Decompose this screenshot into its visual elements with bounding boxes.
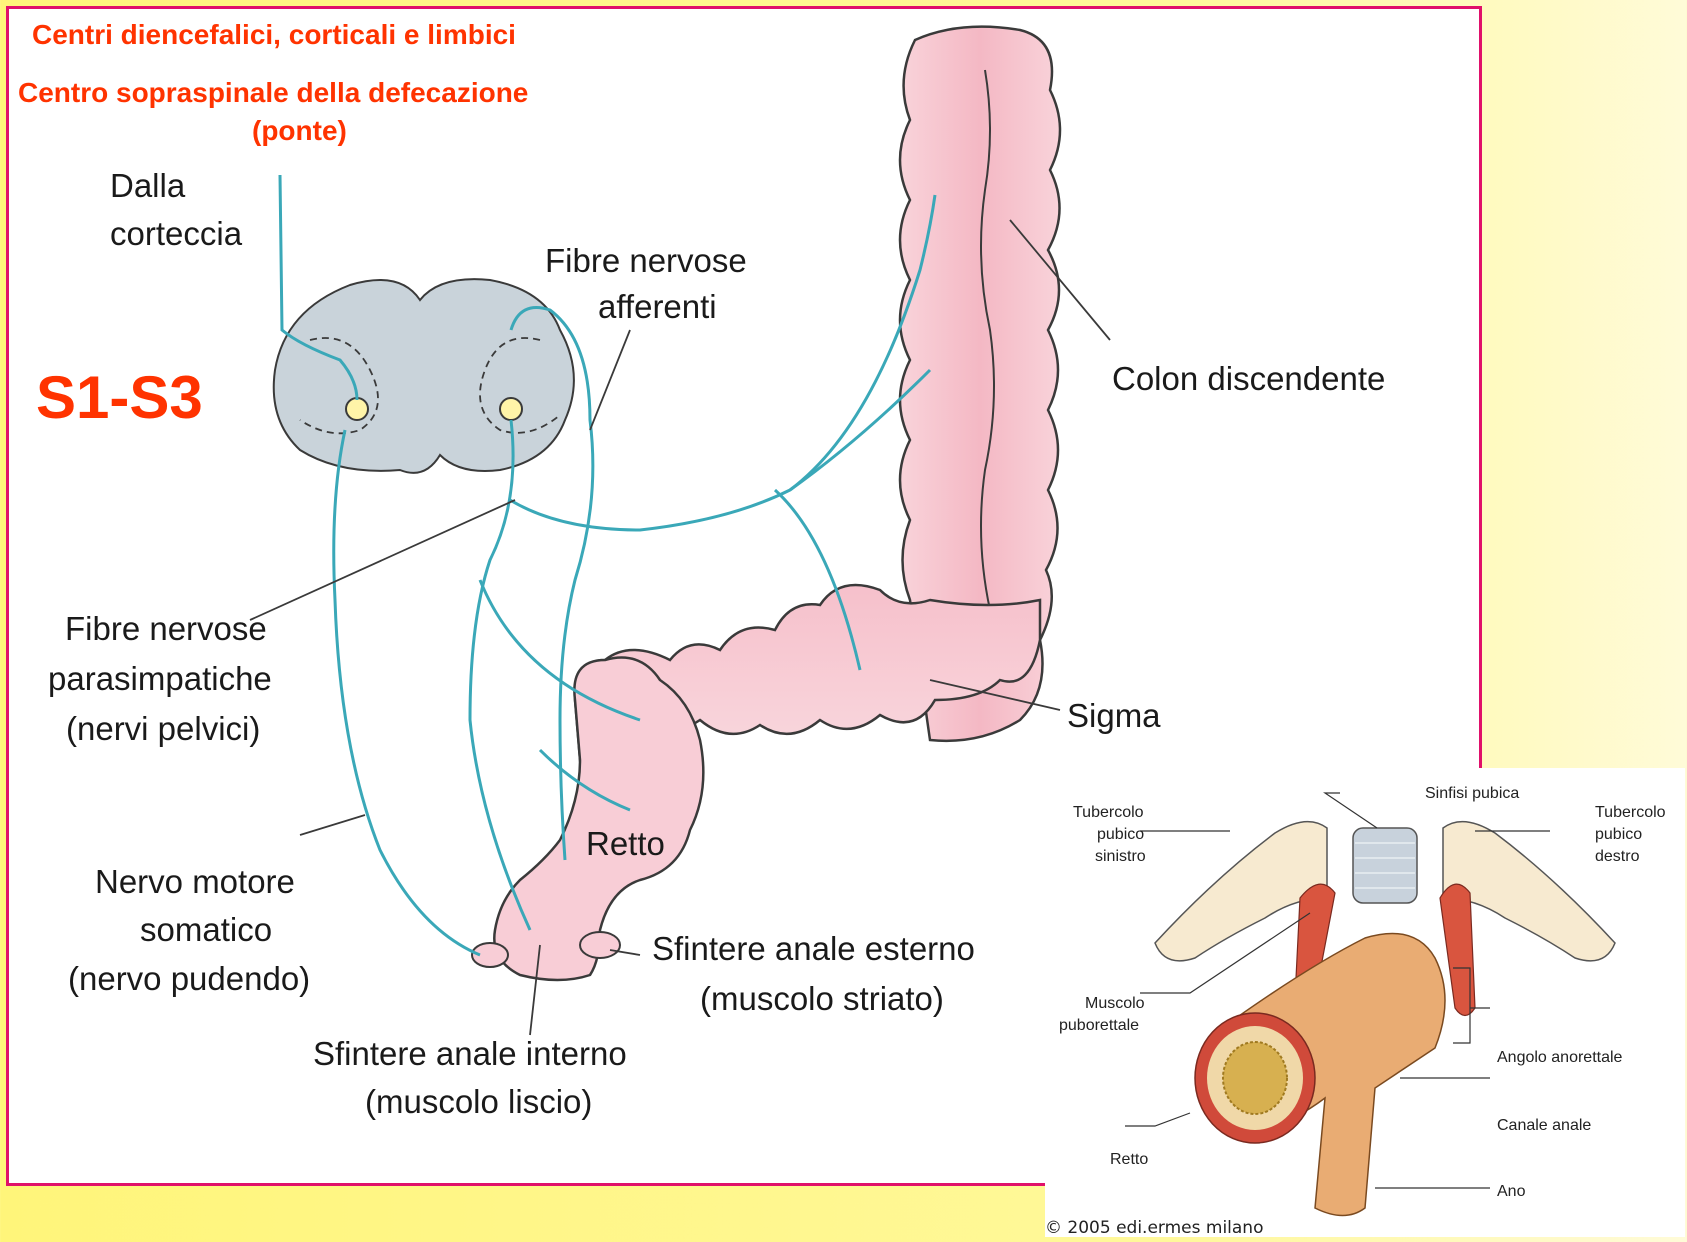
label-parasym-1: Fibre nervose	[65, 610, 267, 647]
inset-musc-2: puborettale	[1059, 1017, 1139, 1034]
inset-copyright: © 2005 edi.ermes milano	[1045, 1218, 1263, 1237]
header-line-1: Centri diencefalici, corticali e limbici	[32, 19, 516, 50]
inset-sinfisi: Sinfisi pubica	[1425, 785, 1519, 802]
pubic-symphysis	[1353, 828, 1417, 903]
anorectal-inset-drawing: Sinfisi pubica Tubercolo pubico sinistro…	[1045, 768, 1685, 1237]
label-dalla-2: corteccia	[110, 215, 243, 252]
label-int-2: (muscolo liscio)	[365, 1083, 592, 1120]
label-afferent-2: afferenti	[598, 288, 717, 325]
label-motor-1: Nervo motore	[95, 863, 295, 900]
label-retto: Retto	[586, 825, 665, 862]
inset-retto: Retto	[1110, 1151, 1148, 1168]
segment-label: S1-S3	[36, 364, 203, 431]
inset-musc-1: Muscolo	[1085, 995, 1145, 1012]
anorectal-inset: Sinfisi pubica Tubercolo pubico sinistro…	[1045, 768, 1685, 1237]
label-colon: Colon discendente	[1112, 360, 1385, 397]
inset-tub-dx-1: Tubercolo	[1595, 804, 1666, 821]
inset-ano: Ano	[1497, 1183, 1526, 1200]
header-line-3: (ponte)	[252, 115, 347, 146]
label-int-1: Sfintere anale interno	[313, 1035, 627, 1072]
label-sigma: Sigma	[1067, 697, 1161, 734]
label-afferent-1: Fibre nervose	[545, 242, 747, 279]
inset-canale: Canale anale	[1497, 1117, 1591, 1134]
inset-tub-sx-3: sinistro	[1095, 848, 1146, 865]
inset-tub-dx-2: pubico	[1595, 826, 1642, 843]
rectum-mucosa	[1223, 1042, 1287, 1114]
label-motor-2: somatico	[140, 911, 272, 948]
inset-tub-sx-1: Tubercolo	[1073, 804, 1144, 821]
inset-tub-sx-2: pubico	[1097, 826, 1144, 843]
label-dalla-1: Dalla	[110, 167, 186, 204]
inset-tub-dx-3: destro	[1595, 848, 1640, 865]
inset-angolo: Angolo anorettale	[1497, 1049, 1623, 1066]
label-ext-2: (muscolo striato)	[700, 980, 944, 1017]
header-line-2: Centro sopraspinale della defecazione	[18, 77, 528, 108]
label-parasym-3: (nervi pelvici)	[66, 710, 260, 747]
label-parasym-2: parasimpatiche	[48, 660, 272, 697]
label-ext-1: Sfintere anale esterno	[652, 930, 975, 967]
label-motor-3: (nervo pudendo)	[68, 960, 310, 997]
